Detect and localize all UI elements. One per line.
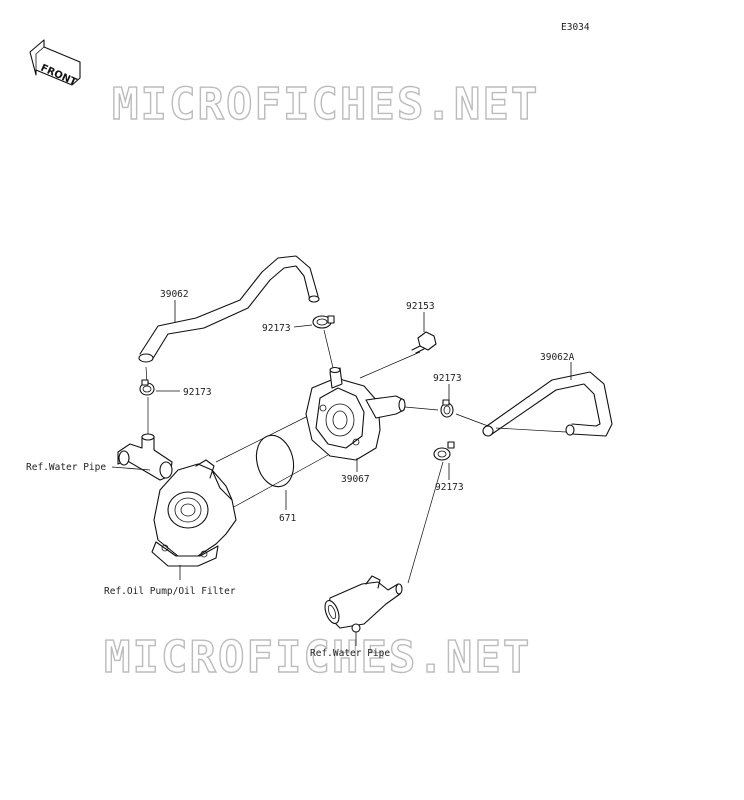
ref-water-pipe-bottom: Ref.Water Pipe bbox=[310, 648, 390, 659]
clamp-92173-right-lower bbox=[433, 441, 455, 461]
oil-pump-housing bbox=[151, 459, 237, 567]
leader-lines bbox=[111, 300, 572, 646]
hose-39062 bbox=[138, 255, 320, 363]
label-92173-right-upper: 92173 bbox=[433, 373, 462, 384]
label-39062: 39062 bbox=[160, 289, 189, 300]
hose-39062A bbox=[482, 371, 613, 437]
front-arrow-icon: FRONT bbox=[29, 39, 81, 88]
assembly-lines bbox=[145, 329, 567, 584]
bolt-92153 bbox=[411, 331, 437, 354]
oil-cooler-39067 bbox=[305, 366, 406, 461]
clamp-92173-upper-mid bbox=[312, 315, 335, 329]
o-ring-671 bbox=[255, 434, 295, 488]
label-92173-upper-left: 92173 bbox=[183, 387, 212, 398]
label-92153: 92153 bbox=[406, 301, 435, 312]
label-671: 671 bbox=[279, 513, 296, 524]
ref-oil-pump-filter: Ref.Oil Pump/Oil Filter bbox=[104, 586, 236, 597]
water-pipe-fitting-left bbox=[117, 433, 173, 481]
watermark-bottom: MICROFICHES.NET bbox=[104, 632, 531, 683]
watermark-top: MICROFICHES.NET bbox=[112, 79, 539, 130]
label-39067: 39067 bbox=[341, 474, 370, 485]
ref-water-pipe-left: Ref.Water Pipe bbox=[26, 462, 106, 473]
label-92173-upper-mid: 92173 bbox=[262, 323, 291, 334]
label-39062A: 39062A bbox=[540, 352, 575, 363]
clamp-92173-upper-left bbox=[139, 379, 155, 396]
clamp-92173-right-upper bbox=[440, 399, 454, 418]
diagram-code: E3034 bbox=[561, 22, 590, 33]
water-pipe-fitting-bottom bbox=[324, 575, 403, 633]
label-92173-right-lower: 92173 bbox=[435, 482, 464, 493]
